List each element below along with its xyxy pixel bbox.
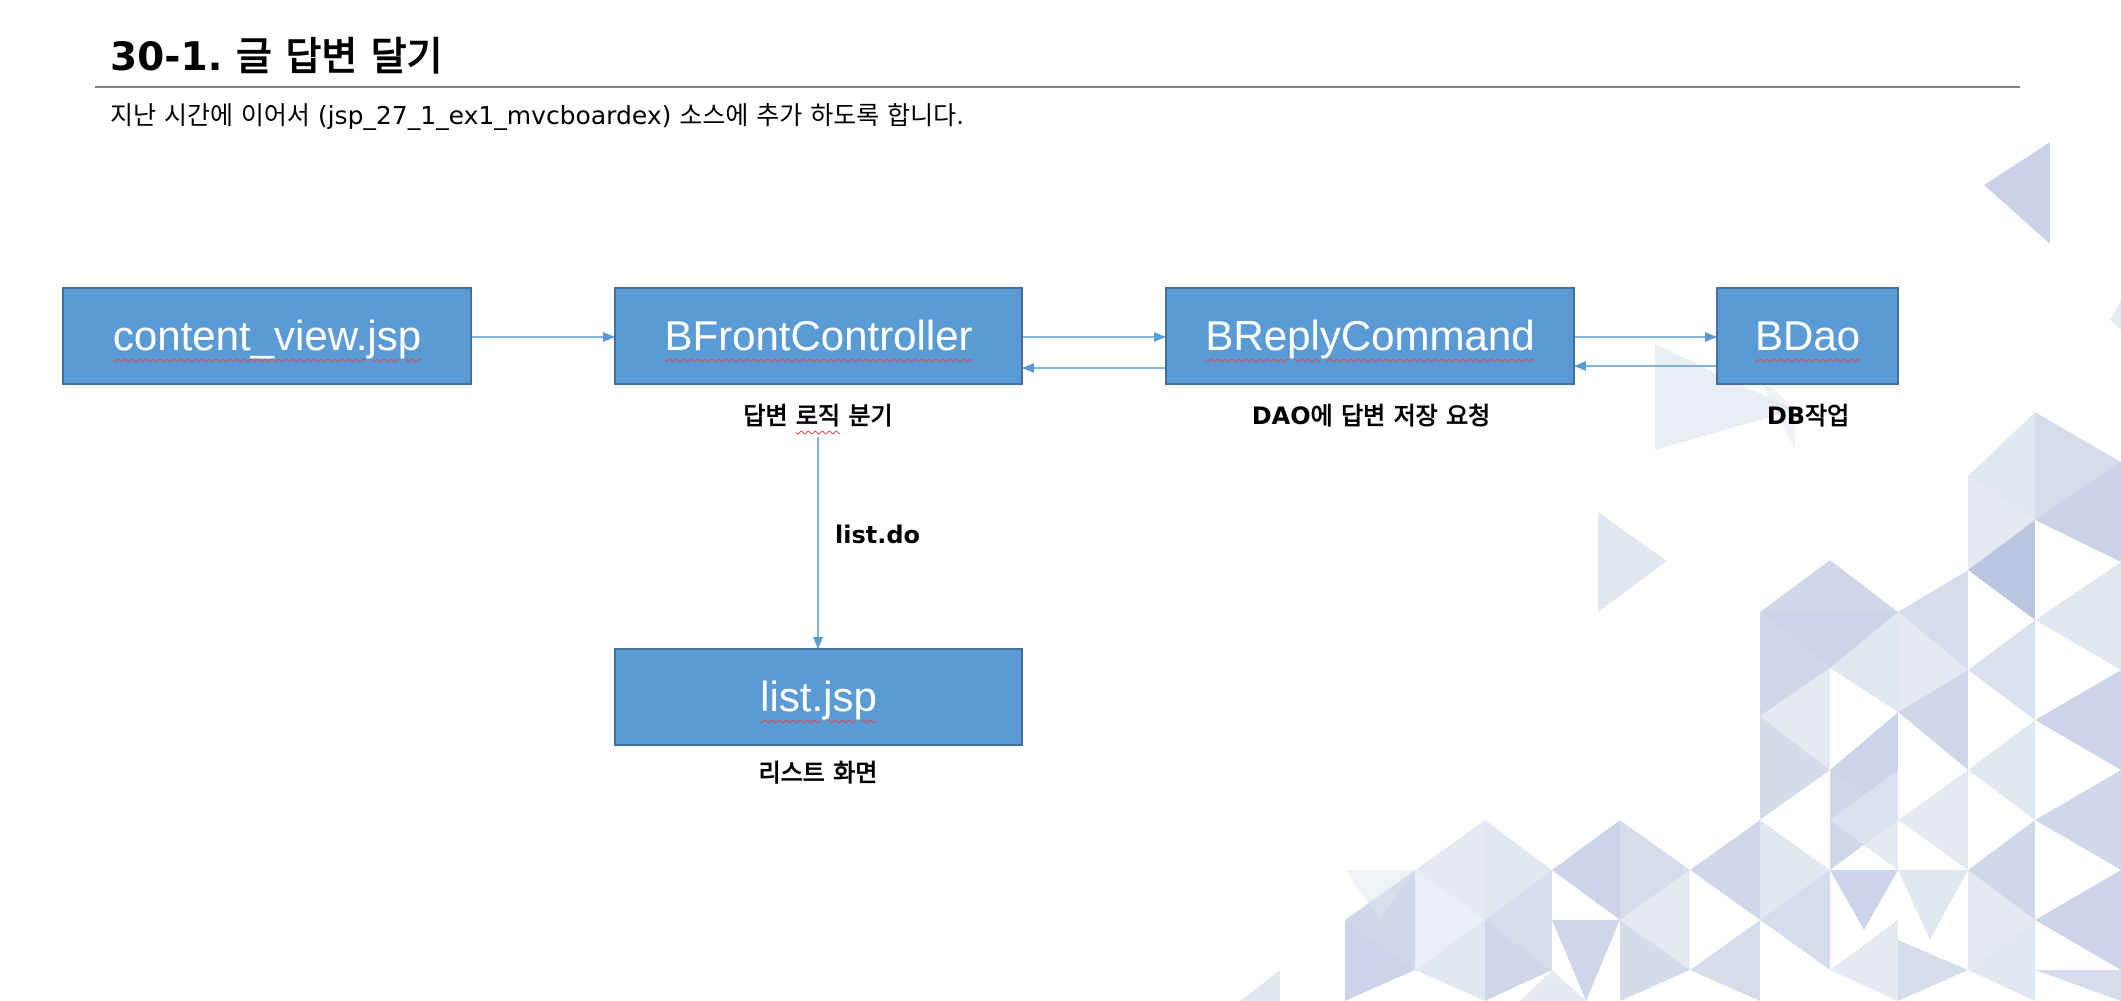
decor-triangle	[1690, 820, 1760, 920]
decor-triangle	[1968, 620, 2035, 720]
node-list-jsp: list.jsp	[614, 648, 1023, 746]
decor-triangle	[1485, 820, 1552, 920]
node-bfrontcontroller-label: BFrontController	[664, 312, 973, 359]
decor-triangle	[1760, 612, 1830, 716]
decor-triangle	[2035, 770, 2121, 870]
decor-triangle	[1345, 870, 1415, 920]
page-title: 30-1. 글 답변 달기	[110, 35, 443, 80]
node-list-jsp-label: list.jsp	[760, 673, 877, 720]
decor-triangle	[1984, 142, 2050, 244]
decor-triangle	[1690, 920, 1760, 1001]
decor-triangle	[1620, 920, 1690, 1001]
decor-triangle	[1415, 920, 1485, 1001]
decor-triangle	[1898, 570, 1968, 670]
node-bfrontcontroller: BFrontController	[614, 287, 1023, 385]
decor-triangle	[1655, 344, 1795, 450]
node-bdao-label: BDao	[1754, 312, 1861, 359]
caption-bfrontcontroller: 답변 로직 분기	[743, 396, 892, 431]
decor-triangle	[1968, 920, 2035, 1001]
decor-triangle	[1520, 970, 1586, 1001]
page-subtitle: 지난 시간에 이어서 (jsp_27_1_ex1_mvcboardex) 소스에…	[110, 101, 965, 130]
decor-triangle	[1620, 870, 1690, 970]
decor-triangle	[1760, 612, 1898, 668]
decor-triangle	[1760, 716, 1830, 820]
decor-triangle	[2035, 970, 2121, 1001]
decor-triangle	[1345, 920, 1415, 1001]
caption-breplycommand: DAO에 답변 저장 요청	[1251, 402, 1491, 430]
decor-triangle	[1968, 412, 2035, 520]
caption-list-jsp: 리스트 화면	[758, 759, 878, 787]
decor-triangle	[1552, 920, 1620, 1001]
decor-triangle	[2035, 670, 2121, 770]
decor-triangle	[1830, 870, 1898, 930]
decor-triangle	[2035, 870, 2121, 970]
decor-triangle	[2110, 300, 2121, 330]
title-underline	[95, 86, 2020, 88]
decor-triangle	[1760, 820, 1830, 920]
node-bdao: BDao	[1716, 287, 1899, 385]
decor-triangle	[1485, 870, 1552, 970]
caption-bdao: DB작업	[1766, 402, 1850, 430]
decor-triangle	[1485, 920, 1552, 1001]
caption-bfrontcontroller-part1: 답변	[743, 402, 796, 430]
decor-triangle	[1830, 920, 1898, 1001]
decor-triangle	[1898, 770, 1968, 870]
decor-triangle	[1760, 870, 1830, 970]
decor-triangle	[1552, 820, 1620, 920]
decor-triangle	[1898, 612, 1968, 712]
decor-triangle	[1415, 870, 1485, 970]
decor-triangle	[1968, 870, 2035, 970]
decor-triangle	[1760, 560, 1898, 612]
decor-triangle	[1968, 476, 2035, 570]
decor-triangle	[1898, 940, 1968, 1001]
decor-triangle	[1415, 820, 1485, 920]
decor-triangle	[1830, 612, 1898, 712]
decor-triangle	[1755, 370, 1795, 450]
decor-triangle	[1968, 720, 2035, 820]
decor-triangle	[1830, 770, 1898, 870]
decor-triangle	[2035, 412, 2121, 520]
decor-triangle	[1620, 820, 1690, 920]
edge-label-list-do: list.do	[835, 521, 920, 549]
decor-triangle	[1968, 820, 2035, 920]
caption-bfrontcontroller-part2: 로직	[795, 402, 841, 430]
node-breplycommand-label: BReplyCommand	[1205, 312, 1535, 359]
decor-triangle	[1898, 670, 1968, 770]
decor-triangle	[1898, 870, 1968, 940]
node-content-view-jsp: content_view.jsp	[62, 287, 472, 385]
decor-triangle	[2035, 562, 2121, 670]
node-breplycommand: BReplyCommand	[1165, 287, 1575, 385]
decor-triangle	[1598, 512, 1667, 612]
decor-triangle	[1968, 520, 2035, 620]
node-content-view-jsp-label: content_view.jsp	[112, 312, 422, 359]
decor-triangle	[2035, 462, 2121, 562]
decor-triangle	[1760, 668, 1830, 770]
caption-bfrontcontroller-part3: 분기	[840, 402, 893, 430]
decor-triangle	[1240, 970, 1280, 1001]
